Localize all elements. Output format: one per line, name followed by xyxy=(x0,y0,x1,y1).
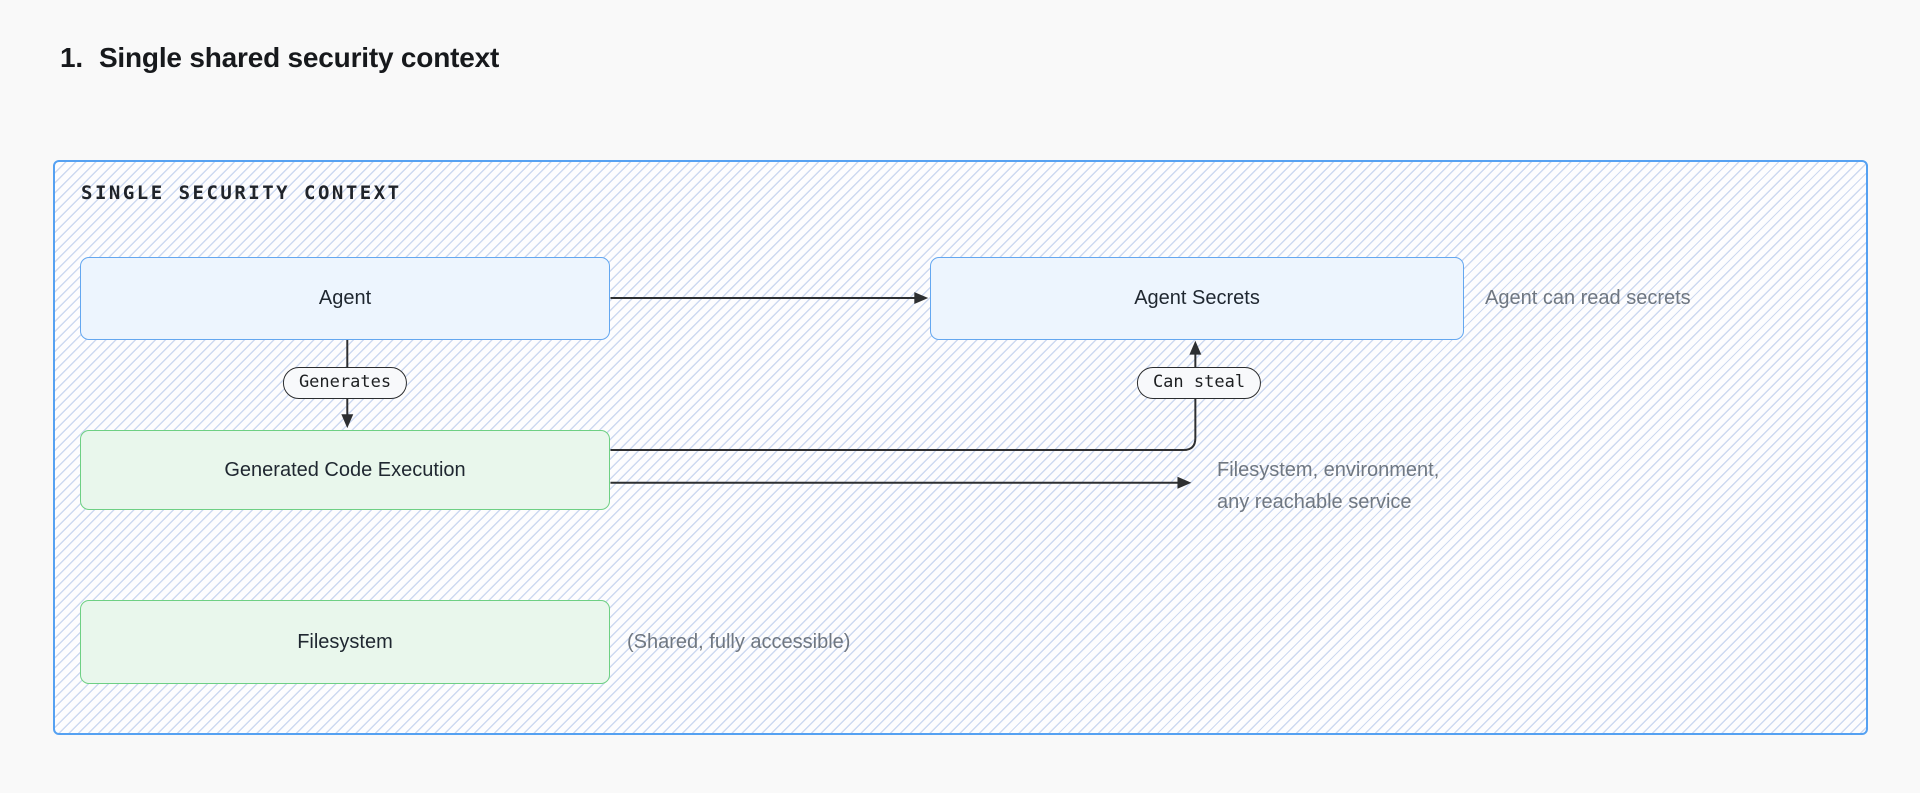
annotation-reachable-services-line1: Filesystem, environment, xyxy=(1217,459,1440,481)
node-agent-secrets-label: Agent Secrets xyxy=(1134,287,1260,309)
node-agent-label: Agent xyxy=(318,287,372,309)
edge-generated-code-to-services xyxy=(610,476,1192,489)
page-title: 1. Single shared security context xyxy=(60,42,499,74)
node-filesystem: Filesystem xyxy=(80,600,610,684)
edge-label-generates: Generates xyxy=(282,367,408,399)
annotation-shared-fully-accessible-text: (Shared, fully accessible) xyxy=(627,630,851,653)
annotation-shared-fully-accessible: (Shared, fully accessible) xyxy=(627,600,850,684)
node-generated-code-execution: Generated Code Execution xyxy=(80,430,610,510)
edge-generated-code-to-agent-secrets xyxy=(610,340,1202,451)
node-agent-secrets: Agent Secrets xyxy=(930,257,1464,340)
heading-number: 1. xyxy=(60,42,83,73)
annotation-agent-can-read-secrets-text: Agent can read secrets xyxy=(1485,287,1691,309)
node-agent: Agent xyxy=(80,257,610,340)
node-generated-code-execution-label: Generated Code Execution xyxy=(224,458,466,481)
node-filesystem-label: Filesystem xyxy=(297,630,393,653)
edge-label-can-steal: Can steal xyxy=(1136,367,1262,399)
annotation-reachable-services-line2: any reachable service xyxy=(1217,491,1412,513)
edge-agent-to-agent-secrets xyxy=(610,292,929,305)
container-label: SINGLE SECURITY CONTEXT xyxy=(81,182,402,204)
annotation-reachable-services: Filesystem, environment, any reachable s… xyxy=(1217,454,1439,518)
diagram-edges xyxy=(341,292,1202,489)
heading-text: Single shared security context xyxy=(98,42,500,73)
annotation-agent-can-read-secrets: Agent can read secrets xyxy=(1485,257,1691,340)
security-context-container: SINGLE SECURITY CONTEXT Agent Agent Secr… xyxy=(53,160,1868,735)
